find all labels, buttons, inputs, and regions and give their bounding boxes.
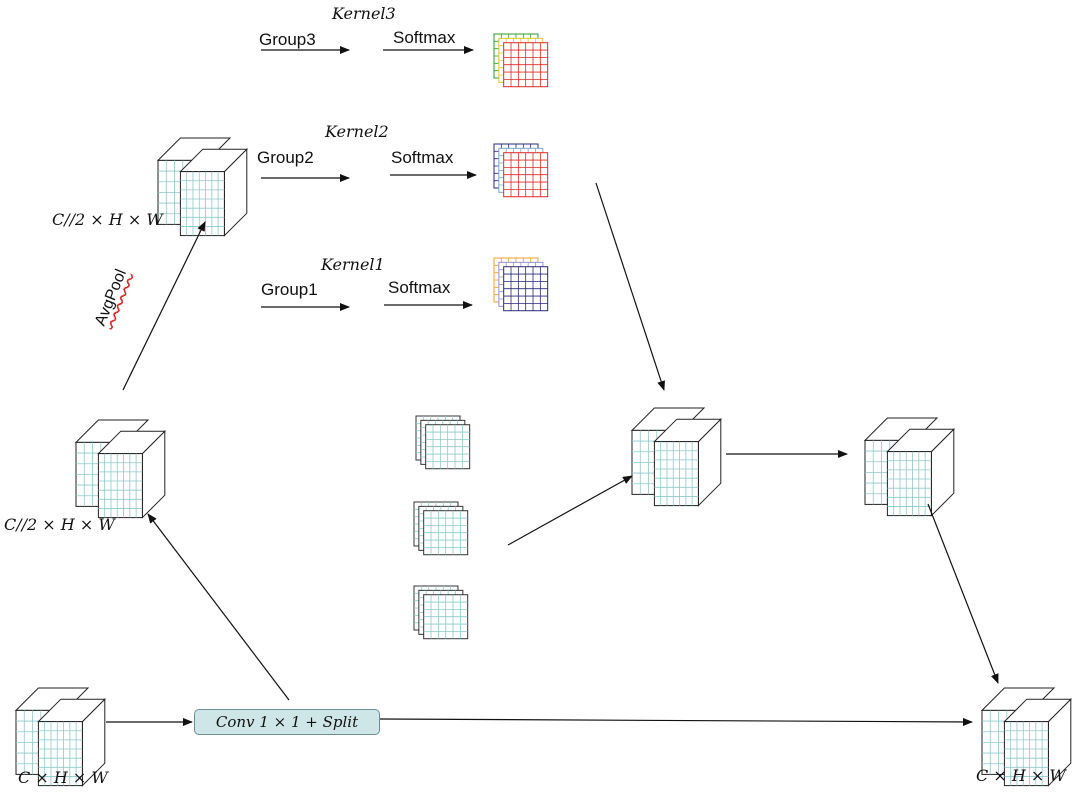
kernel3-label: Kernel3 [332, 4, 396, 23]
conv-to-output-arrow [379, 717, 973, 726]
kernel1-label: Kernel1 [321, 255, 385, 274]
kernel2-sheets [493, 143, 549, 198]
features-to-merge-arrow [507, 475, 633, 546]
feature-stack-3 [413, 585, 469, 640]
cube-merge [630, 407, 723, 507]
group3-label: Group3 [259, 30, 316, 49]
cube-input [14, 687, 107, 787]
cube-after [863, 417, 956, 517]
conv-split-label: Conv 1 × 1 + Split [215, 713, 359, 731]
softmax1-label: Softmax [388, 278, 451, 297]
group1-label: Group1 [261, 280, 318, 299]
feature-stack-1 [415, 415, 471, 470]
dim-output-label: C × H × W [976, 766, 1066, 785]
cube-half-top [156, 137, 249, 237]
kernel3-sheets [493, 33, 549, 88]
split-up-arrow [147, 513, 290, 701]
cube-output [980, 687, 1073, 787]
dim-input-label: C × H × W [18, 768, 108, 787]
after-to-output-arrow [927, 503, 999, 684]
group2-label: Group2 [257, 148, 314, 167]
dim-half-mid-label: C//2 × H × W [4, 515, 115, 534]
dim-half-top-label: C//2 × H × W [52, 210, 163, 229]
feature-stack-2 [413, 501, 469, 556]
kernel1-sheets [493, 257, 549, 312]
cube-half-mid [74, 419, 167, 519]
kernel-to-merge-arrow [595, 182, 665, 391]
avgpool-arrow [122, 221, 206, 391]
softmax2-label: Softmax [391, 148, 454, 167]
softmax3-label: Softmax [393, 28, 456, 47]
conv-split-box: Conv 1 × 1 + Split [194, 709, 380, 735]
kernel2-label: Kernel2 [325, 122, 389, 141]
